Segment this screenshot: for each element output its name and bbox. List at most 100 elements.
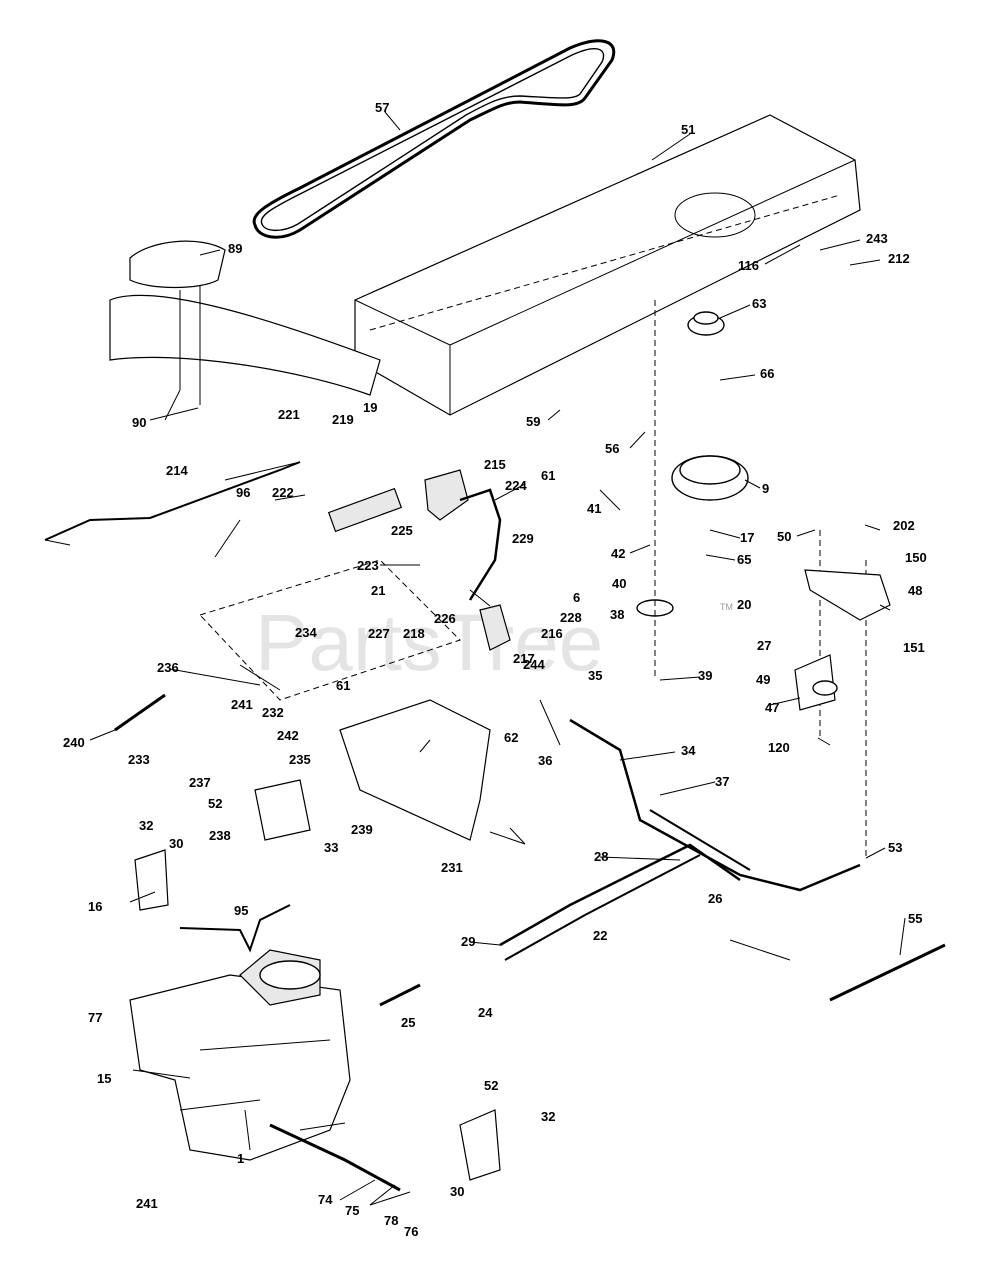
callout-35: 35 xyxy=(588,668,602,683)
callout-61: 61 xyxy=(541,468,555,483)
callout-74: 74 xyxy=(318,1192,333,1207)
callout-116: 116 xyxy=(738,258,759,273)
callout-120: 120 xyxy=(768,740,790,755)
drive-belt-inner xyxy=(260,47,605,232)
callout-227: 227 xyxy=(368,626,390,641)
rod-34 xyxy=(569,718,861,892)
callout-59: 59 xyxy=(526,414,540,429)
callout-151: 151 xyxy=(903,640,925,655)
callout-238: 238 xyxy=(209,828,231,843)
callout-27: 27 xyxy=(757,638,771,653)
leader-lines xyxy=(44,111,906,1206)
bracket-30-lower xyxy=(459,1109,501,1181)
frame-rail xyxy=(354,114,861,416)
callout-38: 38 xyxy=(610,607,624,622)
callout-51: 51 xyxy=(681,122,695,137)
callout-21: 21 xyxy=(371,583,385,598)
callout-229: 229 xyxy=(512,531,534,546)
callout-57: 57 xyxy=(375,100,389,115)
callout-42: 42 xyxy=(611,546,625,561)
callout-231: 231 xyxy=(441,860,463,875)
spring-240 xyxy=(114,693,166,732)
callout-labels: 57 51 243 116 212 89 63 66 59 56 9 61 90… xyxy=(63,100,927,1239)
callout-66: 66 xyxy=(760,366,774,381)
callout-77: 77 xyxy=(88,1010,102,1025)
callout-63: 63 xyxy=(752,296,766,311)
callout-50: 50 xyxy=(777,529,791,544)
callout-41: 41 xyxy=(587,501,601,516)
callout-241-b: 241 xyxy=(136,1196,158,1211)
callout-90: 90 xyxy=(132,415,146,430)
pedal-assembly xyxy=(327,469,511,841)
callout-95: 95 xyxy=(234,903,248,918)
spring-25 xyxy=(379,983,421,1007)
callout-25: 25 xyxy=(401,1015,415,1030)
callout-17: 17 xyxy=(740,530,754,545)
callout-29: 29 xyxy=(461,934,475,949)
callout-225: 225 xyxy=(391,523,413,538)
callout-47: 47 xyxy=(765,700,779,715)
callout-96: 96 xyxy=(236,485,250,500)
transaxle xyxy=(129,949,351,1161)
rod-22 xyxy=(504,854,701,961)
watermark-text: PartsTree xyxy=(255,598,603,687)
callout-224: 224 xyxy=(505,478,527,493)
callout-53: 53 xyxy=(888,840,902,855)
callout-212: 212 xyxy=(888,251,910,266)
callout-52-b: 52 xyxy=(484,1078,498,1093)
callout-239: 239 xyxy=(351,822,373,837)
callout-221: 221 xyxy=(278,407,300,422)
callout-20: 20 xyxy=(737,597,751,612)
callout-233: 233 xyxy=(128,752,150,767)
callout-228: 228 xyxy=(560,610,582,625)
callout-22: 22 xyxy=(593,928,607,943)
callout-28: 28 xyxy=(594,849,608,864)
callout-150: 150 xyxy=(905,550,927,565)
callout-241: 241 xyxy=(231,697,253,712)
bracket-238 xyxy=(254,779,311,841)
callout-78: 78 xyxy=(384,1213,398,1228)
callout-244: 244 xyxy=(523,657,545,672)
platform-outline xyxy=(199,559,461,701)
callout-49: 49 xyxy=(756,672,770,687)
callout-30: 30 xyxy=(169,836,183,851)
callout-234: 234 xyxy=(295,625,317,640)
rod-95 xyxy=(179,904,291,953)
pto-clutch xyxy=(636,311,749,617)
callout-56: 56 xyxy=(605,441,619,456)
callout-232: 232 xyxy=(262,705,284,720)
callout-222: 222 xyxy=(272,485,294,500)
spring-55 xyxy=(829,943,946,1002)
callout-61-b: 61 xyxy=(336,678,350,693)
callout-237: 237 xyxy=(189,775,211,790)
callout-39: 39 xyxy=(698,668,712,683)
callout-33: 33 xyxy=(324,840,338,855)
callout-65: 65 xyxy=(737,552,751,567)
callout-235: 235 xyxy=(289,752,311,767)
callout-223: 223 xyxy=(357,558,379,573)
callout-48: 48 xyxy=(908,583,922,598)
callout-6: 6 xyxy=(573,590,580,605)
idler-bracket xyxy=(794,569,891,711)
trademark-mark: TM xyxy=(720,602,733,612)
callout-16: 16 xyxy=(88,899,102,914)
callout-215: 215 xyxy=(484,457,506,472)
axle-74 xyxy=(269,1123,401,1192)
callout-30-b: 30 xyxy=(450,1184,464,1199)
callout-226: 226 xyxy=(434,611,456,626)
callout-37: 37 xyxy=(715,774,729,789)
callout-240: 240 xyxy=(63,735,85,750)
callout-36: 36 xyxy=(538,753,552,768)
shift-rod xyxy=(44,461,301,541)
callout-15: 15 xyxy=(97,1071,111,1086)
callout-243: 243 xyxy=(866,231,888,246)
rod-28 xyxy=(499,843,741,947)
callout-219: 219 xyxy=(332,412,354,427)
callout-55: 55 xyxy=(908,911,922,926)
callout-32: 32 xyxy=(139,818,153,833)
fender xyxy=(109,240,381,405)
callout-75: 75 xyxy=(345,1203,359,1218)
callout-76: 76 xyxy=(404,1224,418,1239)
callout-40: 40 xyxy=(612,576,626,591)
callout-26: 26 xyxy=(708,891,722,906)
